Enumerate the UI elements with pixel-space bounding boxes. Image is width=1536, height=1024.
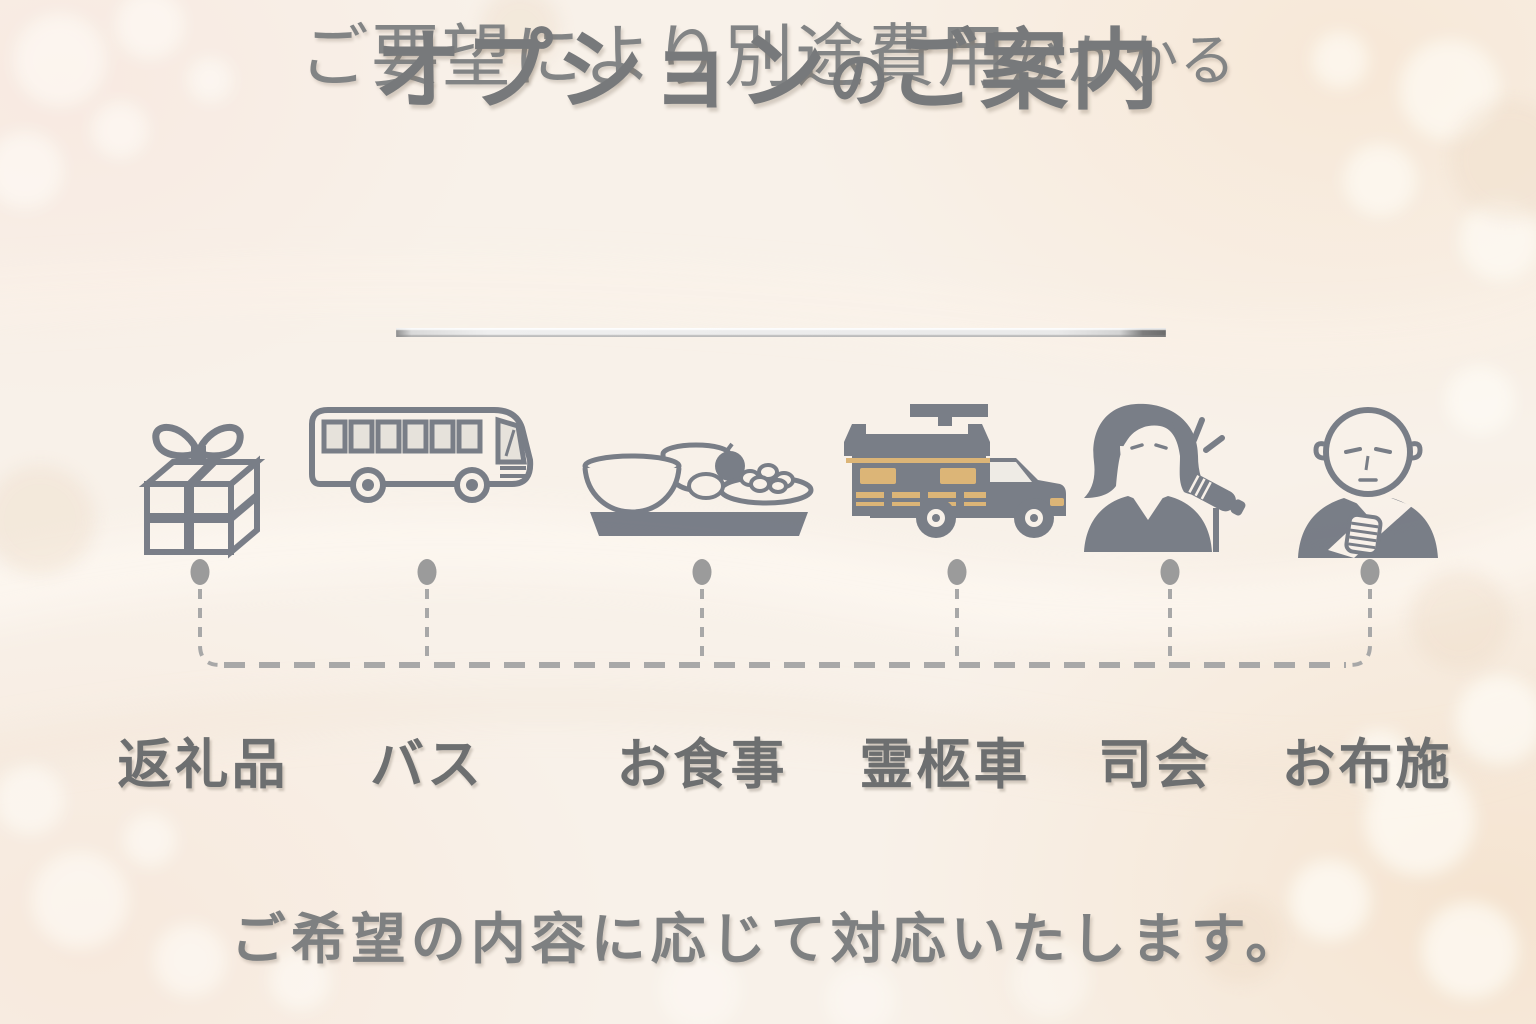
title-particle: の xyxy=(829,47,889,114)
footer-note: ご希望の内容に応じて対応いたします。 xyxy=(230,908,1306,970)
bus-icon xyxy=(306,398,536,512)
hearse-icon xyxy=(840,400,1074,546)
option-label-bus: バス xyxy=(370,735,484,795)
emcee-microphone-icon xyxy=(1076,400,1252,552)
option-label-meal: お食事 xyxy=(616,735,788,795)
title-rest: ご案内 xyxy=(889,21,1163,120)
option-label-gift: 返礼品 xyxy=(117,735,289,795)
page-title: オプションのご案内 xyxy=(0,0,1536,127)
subtitle-note-main: ご要望により別途費用 xyxy=(299,18,1009,95)
gift-icon xyxy=(131,416,271,562)
connector-line xyxy=(190,559,1380,668)
option-label-offering: お布施 xyxy=(1281,735,1453,795)
option-label-emcee: 司会 xyxy=(1098,735,1212,795)
meal-tray-icon xyxy=(576,426,822,546)
option-label-hearse: 霊柩車 xyxy=(859,735,1031,795)
subtitle-note: ご要望により別途費用がかかる xyxy=(0,0,1536,100)
monk-icon xyxy=(1288,402,1448,558)
title-main: オプション xyxy=(373,21,829,120)
subtitle-note-sub: がかかる xyxy=(1008,29,1237,92)
title-underline xyxy=(396,328,1166,337)
